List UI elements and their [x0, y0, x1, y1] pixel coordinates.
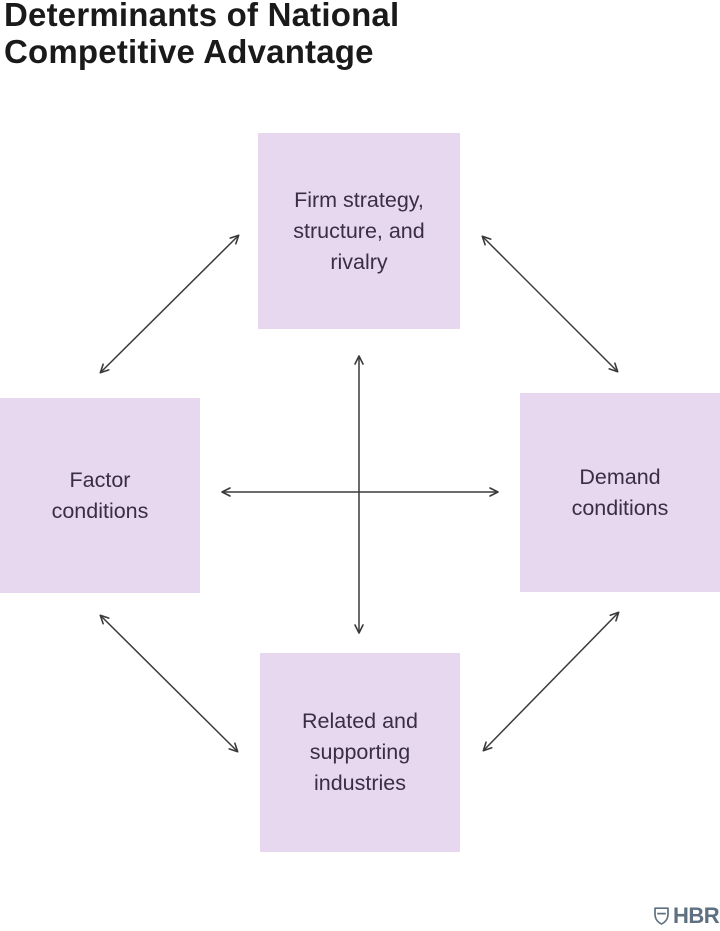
- node-related-industries: Related and supporting industries: [260, 653, 460, 852]
- arrow-firm-strategy-factor-conditions: [99, 234, 240, 374]
- arrow-firm-strategy-demand-conditions: [481, 235, 619, 373]
- node-label: Demand conditions: [571, 464, 669, 520]
- hbr-logo: HBR: [653, 903, 720, 929]
- node-factor-conditions: Factor conditions: [0, 398, 200, 593]
- node-label: Factor conditions: [51, 467, 149, 523]
- node-firm-strategy: Firm strategy, structure, and rivalry: [258, 133, 460, 329]
- arrow-factor-conditions-related-industries: [99, 614, 239, 753]
- page-title-line2: Competitive Advantage: [4, 33, 374, 70]
- hbr-logo-text: HBR: [673, 903, 720, 928]
- arrow-demand-conditions-related-industries: [482, 611, 620, 752]
- page-title-line1: Determinants of National: [4, 0, 400, 33]
- hbr-shield-icon: [654, 907, 669, 925]
- node-label: Firm strategy, structure, and rivalry: [293, 187, 425, 274]
- page-title: Determinants of National Competitive Adv…: [4, 0, 399, 70]
- node-demand-conditions: Demand conditions: [520, 393, 720, 592]
- node-label: Related and supporting industries: [302, 709, 418, 795]
